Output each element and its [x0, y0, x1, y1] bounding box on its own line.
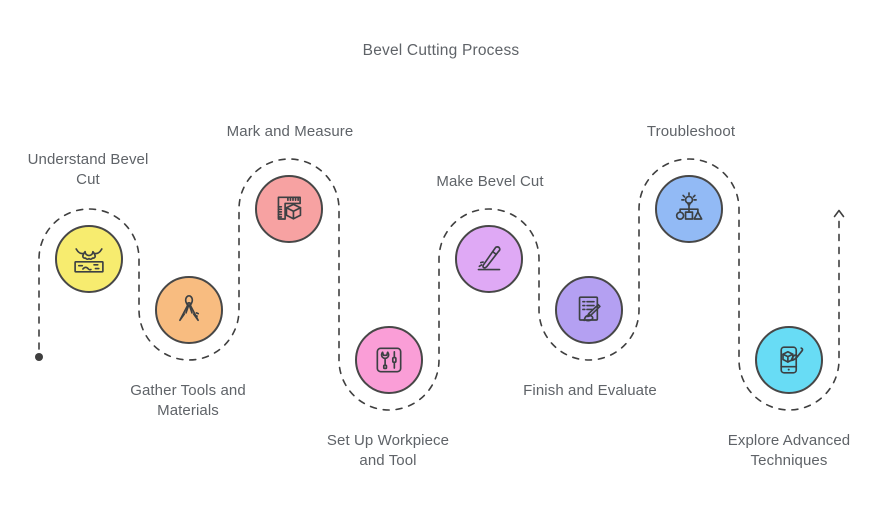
step-node-explore-advanced: [755, 326, 823, 394]
square-ruler-cube-icon: [277, 196, 302, 220]
checklist-pen-icon: [578, 296, 601, 322]
step-node-understand-bevel-cut: [55, 225, 123, 293]
step-node-set-up-workpiece: [355, 326, 423, 394]
step-label-troubleshoot: Troubleshoot: [646, 123, 736, 140]
dashed-route-line: [38, 158, 840, 411]
knife-cut-icon: [477, 246, 501, 271]
idea-shapes-icon: [675, 192, 703, 220]
step-label-explore-advanced: Explore Advanced Techniques: [727, 432, 851, 469]
pliers-icon: [179, 295, 200, 322]
step-node-mark-and-measure: [255, 175, 323, 243]
step-node-gather-tools: [155, 276, 223, 344]
step-label-finish-and-evaluate: Finish and Evaluate: [523, 382, 657, 399]
step-label-set-up-workpiece: Set Up Workpiece and Tool: [326, 432, 450, 469]
step-label-gather-tools: Gather Tools and Materials: [130, 382, 246, 419]
step-node-make-bevel-cut: [455, 225, 523, 293]
step-label-understand-bevel-cut: Understand Bevel Cut: [27, 151, 149, 188]
step-label-mark-and-measure: Mark and Measure: [226, 123, 354, 140]
step-label-make-bevel-cut: Make Bevel Cut: [436, 173, 544, 190]
page-title: Bevel Cutting Process: [362, 42, 520, 59]
path-start-dot: [35, 353, 43, 361]
path-end-arrow-icon: [833, 209, 845, 218]
toolbox-icon: [376, 347, 402, 373]
step-node-troubleshoot: [655, 175, 723, 243]
tablet-design-icon: [780, 346, 804, 374]
step-node-finish-and-evaluate: [555, 276, 623, 344]
wood-plank-cutter-icon: [74, 248, 104, 273]
